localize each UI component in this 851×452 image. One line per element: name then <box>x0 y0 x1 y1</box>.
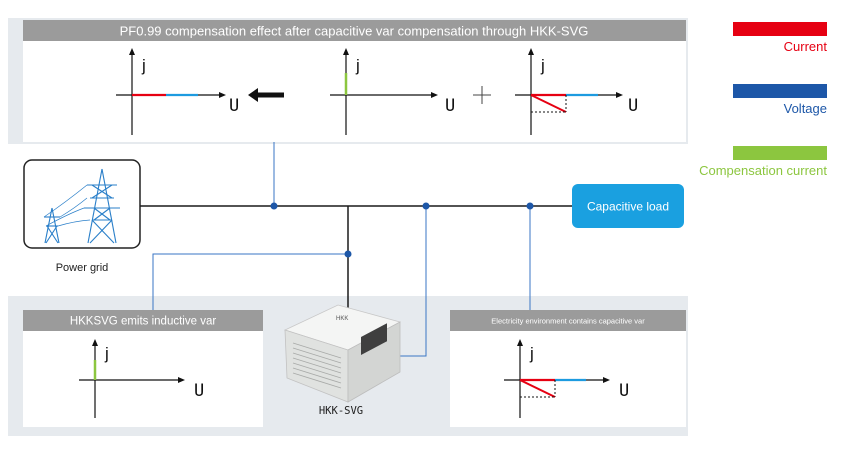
real-axis-label: U <box>445 96 455 116</box>
junction-node <box>270 202 278 210</box>
left-arrow-icon <box>248 88 284 102</box>
hkk-svg-device: HKK HKK-SVG <box>283 304 402 417</box>
real-axis-label: U <box>194 381 204 401</box>
real-axis-label: U <box>619 381 629 401</box>
capacitive-load: Capacitive load <box>572 184 684 228</box>
top-panel-title: PF0.99 compensation effect after capacit… <box>120 24 589 39</box>
legend-label-current: Current <box>784 39 828 54</box>
transmission-tower-icon <box>43 168 120 244</box>
device-label: HKK-SVG <box>319 405 363 417</box>
svg-panel-body <box>23 331 263 427</box>
signal-lines <box>152 142 531 357</box>
top-panel-body <box>23 41 686 142</box>
device-display <box>361 323 387 356</box>
junction-node <box>344 250 352 258</box>
device-plate-text: HKK <box>336 316 348 322</box>
legend: Current Voltage Compensation current <box>699 22 827 178</box>
capacitive-load-box <box>572 184 684 228</box>
svg-panel-title-bar <box>23 310 263 331</box>
imag-axis-label: j <box>141 56 146 75</box>
svg-panel-signal-line <box>152 253 348 310</box>
phasor-diagram-inductive: j U <box>79 339 204 418</box>
capacitive-load-label: Capacitive load <box>587 200 669 214</box>
legend-label-compensation: Compensation current <box>699 163 827 178</box>
top-panel-title-bar <box>23 20 686 41</box>
real-axis-label: U <box>628 96 638 116</box>
junction-node <box>422 202 430 210</box>
power-grid-label: Power grid <box>56 262 109 274</box>
power-grid-box <box>23 159 141 249</box>
junction-node <box>526 202 534 210</box>
legend-swatch-current <box>733 22 827 36</box>
svg-panel: HKKSVG emits inductive var j U <box>23 310 263 427</box>
env-panel-title-bar <box>450 310 686 331</box>
legend-swatch-compensation <box>733 146 827 160</box>
bus-lines <box>140 205 572 314</box>
phasor-diagram-result: j U <box>116 48 239 135</box>
phasor-diagram-compensation: j U <box>330 48 455 135</box>
phasor-diagram-capacitive: j U <box>515 48 638 135</box>
imag-axis-label: j <box>355 56 360 75</box>
env-panel: Electricity environment contains capacit… <box>450 310 686 427</box>
device-signal-line <box>398 206 427 357</box>
top-panel: PF0.99 compensation effect after capacit… <box>23 20 686 142</box>
plus-icon <box>473 86 491 104</box>
real-axis-label: U <box>229 96 239 116</box>
svg-panel-title: HKKSVG emits inductive var <box>70 316 217 328</box>
imag-axis-label: j <box>104 344 109 363</box>
junction-nodes <box>270 202 534 258</box>
imag-axis-label: j <box>529 344 534 363</box>
legend-label-voltage: Voltage <box>784 101 827 116</box>
legend-swatch-voltage <box>733 84 827 98</box>
imag-axis-label: j <box>540 56 545 75</box>
env-panel-title: Electricity environment contains capacit… <box>491 317 645 326</box>
phasor-diagram-environment: j U <box>504 339 629 418</box>
power-grid: Power grid <box>23 159 141 274</box>
